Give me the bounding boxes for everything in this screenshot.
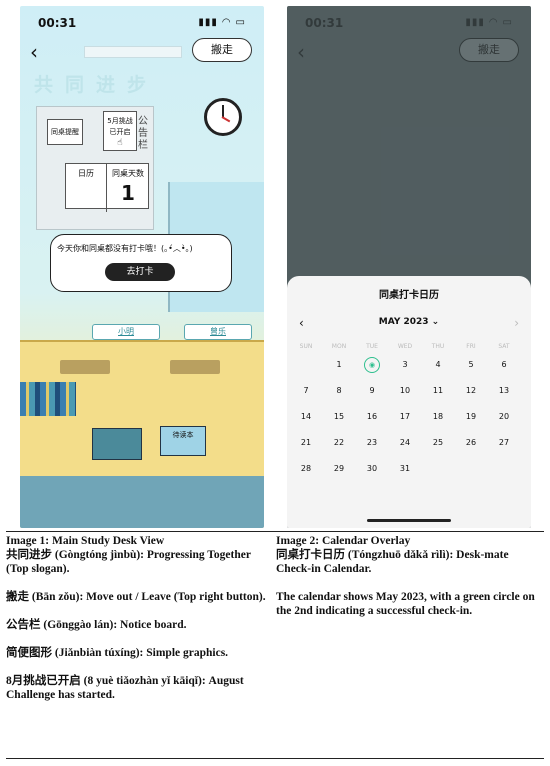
caption-left-line: 共同进步 (Gòngtóng jìnbù): Progressing Toget… <box>6 549 251 575</box>
calendar-day[interactable]: 17 <box>399 412 411 421</box>
caption-left-line: 简便图形 (Jiǎnbiàn túxíng): Simple graphics. <box>6 647 229 659</box>
sheet-title: 同桌打卡日历 <box>379 290 439 301</box>
hand-pointer-icon: ☝ <box>117 138 123 148</box>
no-checkin-message: 今天你和同桌都没有打卡哦！(｡•́︿•̀｡) <box>57 244 193 253</box>
month-label: MAY 2023 <box>378 317 429 327</box>
calendar-day[interactable]: 4 <box>435 360 441 369</box>
calendar-label: 日历 <box>66 164 107 212</box>
next-month-chevron-icon[interactable]: › <box>514 316 519 330</box>
status-bar: 00:31 ▮▮▮ ◠ ▭ <box>38 16 246 32</box>
weekday-header: MON <box>331 343 347 350</box>
calendar-day[interactable]: 18 <box>432 412 444 421</box>
top-lamp-bar <box>84 46 182 58</box>
user-left-tag[interactable]: 小明 <box>92 324 160 340</box>
calendar-day[interactable]: 27 <box>498 438 510 447</box>
calendar-day[interactable]: 14 <box>300 412 312 421</box>
desk-calendar: 日历 同桌天数 1 <box>65 163 149 212</box>
calendar-day[interactable]: 16 <box>366 412 378 421</box>
signal-wifi-battery-icon: ▮▮▮ ◠ ▭ <box>198 17 246 28</box>
calendar-overlay-screen: 00:31 ▮▮▮ ◠ ▭ ‹ 搬走 同桌打卡日历 ‹ MAY 2023 ⌄ ›… <box>287 6 531 528</box>
month-nav: ‹ MAY 2023 ⌄ › <box>299 316 519 330</box>
move-out-button[interactable]: 搬走 <box>192 38 252 62</box>
calendar-day[interactable]: 6 <box>501 360 507 369</box>
caption-right-line: The calendar shows May 2023, with a gree… <box>276 591 535 617</box>
floor-graphic <box>20 476 264 528</box>
calendar-day[interactable]: 31 <box>399 464 411 473</box>
slogan-text: 共同进步 <box>34 74 159 96</box>
calendar-day[interactable]: 1 <box>336 360 342 369</box>
weekday-header: WED <box>397 343 413 350</box>
calendar-day[interactable]: 28 <box>300 464 312 473</box>
go-checkin-button[interactable]: 去打卡 <box>105 263 175 281</box>
calendar-day[interactable]: 10 <box>399 386 411 395</box>
speech-bubble: 今天你和同桌都没有打卡哦！(｡•́︿•̀｡) 去打卡 <box>50 234 232 292</box>
chevron-down-icon: ⌄ <box>431 317 440 327</box>
month-selector[interactable]: MAY 2023 ⌄ <box>299 317 519 327</box>
caption-left-line: 公告栏 (Gōnggào lán): Notice board. <box>6 619 187 631</box>
weekday-header: SUN <box>299 343 313 350</box>
weekday-header: THU <box>431 343 445 350</box>
calendar-day[interactable]: 15 <box>333 412 345 421</box>
weekday-header: TUE <box>366 343 378 350</box>
calendar-day[interactable]: 12 <box>465 386 477 395</box>
back-chevron-icon[interactable]: ‹ <box>30 40 38 64</box>
desk-days-label: 同桌天数 <box>112 169 144 178</box>
calendar-day[interactable]: 13 <box>498 386 510 395</box>
calendar-day[interactable]: 19 <box>465 412 477 421</box>
calendar-day[interactable]: 5 <box>468 360 474 369</box>
drawer-handle-left <box>60 360 110 374</box>
caption-right-line: 同桌打卡日历 (Tóngzhuō dǎkǎ rìlì): Desk-mate C… <box>276 549 509 575</box>
calendar-day[interactable]: 20 <box>498 412 510 421</box>
reading-book[interactable]: 待读本 <box>160 426 206 456</box>
caption-rule-bottom <box>6 758 544 759</box>
drawer-handle-right <box>170 360 220 374</box>
caption-left-line: 搬走 (Bān zǒu): Move out / Leave (Top righ… <box>6 591 266 603</box>
calendar-day[interactable]: 11 <box>432 386 444 395</box>
prev-month-chevron-icon[interactable]: ‹ <box>299 316 304 330</box>
deskmate-reminder-note[interactable]: 同桌提醒 <box>47 119 83 145</box>
calendar-day[interactable]: 26 <box>465 438 477 447</box>
status-time: 00:31 <box>38 16 77 30</box>
caption-left-title: Image 1: Main Study Desk View <box>6 535 165 547</box>
calendar-day[interactable]: 25 <box>432 438 444 447</box>
desk-days-value: 1 <box>121 181 135 205</box>
checked-in-wifi-icon: ◉ <box>364 357 380 373</box>
home-indicator <box>367 519 451 522</box>
challenge-note[interactable]: 5月挑战已开启 ☝ <box>103 111 137 151</box>
weekday-header: SAT <box>498 343 510 350</box>
calendar-day[interactable]: 3 <box>402 360 408 369</box>
calendar-day[interactable]: ◉ <box>361 356 383 374</box>
caption-right: Image 2: Calendar Overlay 同桌打卡日历 (Tóngzh… <box>276 534 540 618</box>
calendar-day[interactable]: 7 <box>303 386 309 395</box>
calendar-day[interactable]: 24 <box>399 438 411 447</box>
weekday-header: FRI <box>466 343 476 350</box>
caption-left-line: 8月挑战已开启 (8 yuè tiǎozhàn yǐ kāiqǐ): Augus… <box>6 675 244 701</box>
user-right-tag[interactable]: 曾乐 <box>184 324 252 340</box>
calendar-day[interactable]: 29 <box>333 464 345 473</box>
book-stack-graphic <box>20 382 76 416</box>
caption-right-title: Image 2: Calendar Overlay <box>276 535 411 547</box>
calendar-day[interactable]: 22 <box>333 438 345 447</box>
desk-days-panel: 同桌天数 1 <box>108 164 148 212</box>
calendar-day[interactable]: 8 <box>336 386 342 395</box>
caption-rule-top <box>6 531 544 532</box>
calendar-day[interactable]: 23 <box>366 438 378 447</box>
study-desk-screen: 00:31 ▮▮▮ ◠ ▭ ‹ 搬走 共同进步 同桌提醒 5月挑战已开启 ☝ 日… <box>20 6 264 528</box>
notice-board-label: 公告栏 <box>138 116 148 151</box>
calendar-day[interactable]: 21 <box>300 438 312 447</box>
notice-board: 同桌提醒 5月挑战已开启 ☝ 日历 同桌天数 1 <box>36 106 154 230</box>
calendar-day[interactable]: 9 <box>369 386 375 395</box>
checkin-calendar-sheet: 同桌打卡日历 ‹ MAY 2023 ⌄ › SUN MON TUE WED THU FRI… <box>287 276 531 528</box>
open-notebook-graphic <box>92 428 142 460</box>
wall-clock-icon <box>204 98 242 136</box>
caption-left: Image 1: Main Study Desk View 共同进步 (Gòng… <box>6 534 270 702</box>
challenge-note-text: 5月挑战已开启 <box>107 117 133 136</box>
calendar-day[interactable]: 30 <box>366 464 378 473</box>
